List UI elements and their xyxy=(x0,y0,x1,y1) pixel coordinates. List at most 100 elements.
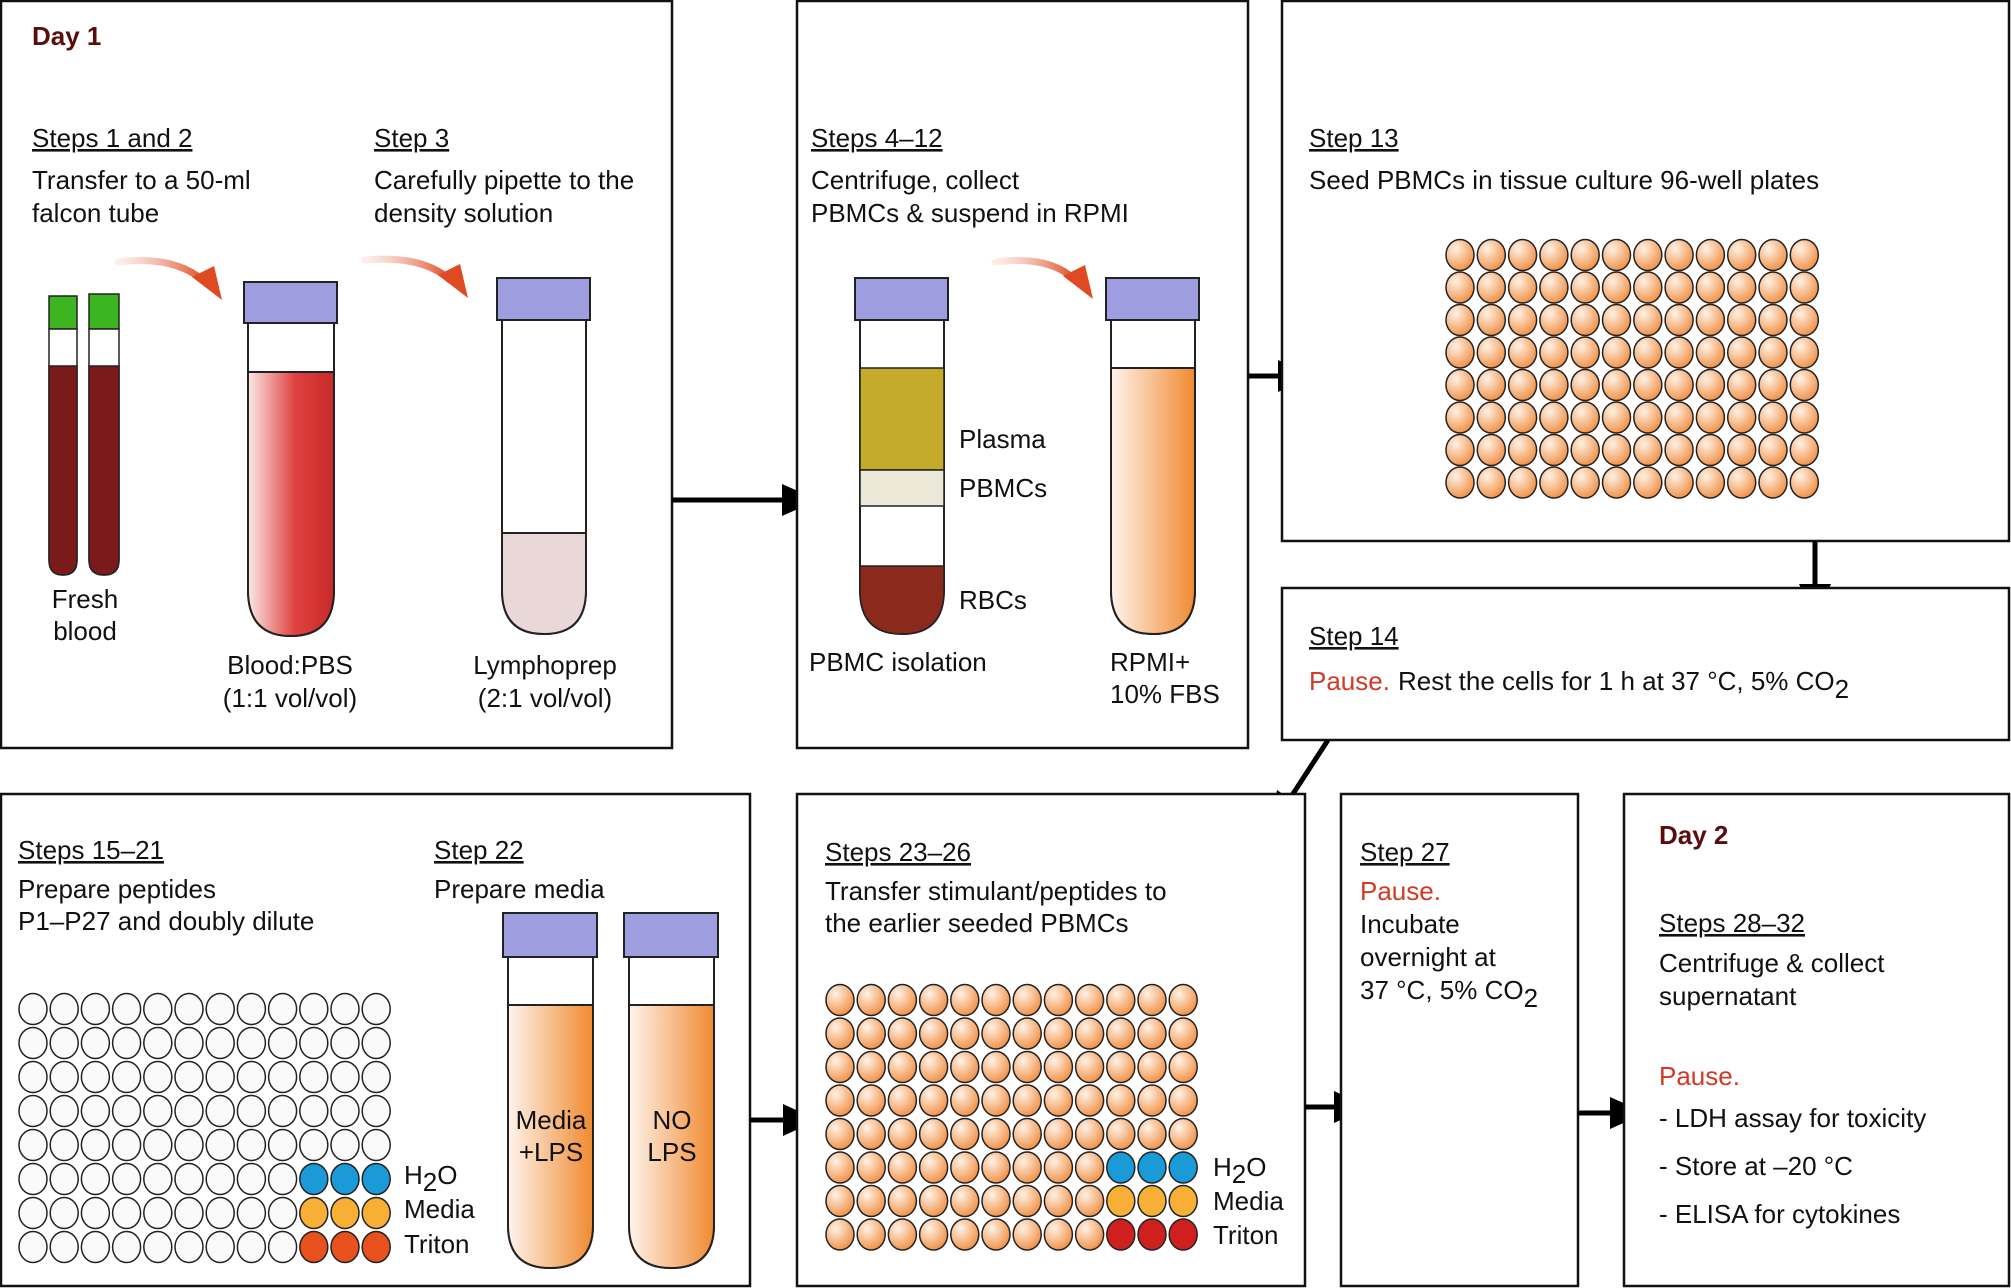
well xyxy=(1539,238,1569,272)
no-lps-label-2: LPS xyxy=(647,1137,696,1167)
well xyxy=(918,1017,949,1050)
well xyxy=(1043,1151,1074,1184)
well xyxy=(1445,271,1475,304)
well xyxy=(111,1162,142,1196)
lymphoprep-tube xyxy=(496,277,591,636)
well xyxy=(950,1050,980,1084)
well xyxy=(1168,1117,1198,1151)
well xyxy=(1445,466,1475,499)
well xyxy=(1695,271,1726,304)
well xyxy=(18,1060,48,1094)
well xyxy=(1043,1050,1074,1084)
well xyxy=(1476,336,1507,369)
well xyxy=(236,1162,267,1196)
well xyxy=(1507,303,1538,337)
well xyxy=(111,1230,142,1264)
step-28-32-item1: - LDH assay for toxicity xyxy=(1659,1103,1926,1133)
well xyxy=(174,1196,204,1230)
well xyxy=(1758,271,1788,304)
well xyxy=(1507,433,1538,467)
step-14-co2-sub: 2 xyxy=(1835,674,1849,704)
well xyxy=(111,1094,142,1128)
well xyxy=(236,1196,267,1230)
well xyxy=(1012,1117,1042,1151)
well xyxy=(825,983,855,1017)
well xyxy=(1106,1218,1136,1251)
well xyxy=(1570,336,1600,369)
well xyxy=(111,1196,142,1230)
well xyxy=(1726,466,1757,499)
well xyxy=(299,992,329,1026)
well xyxy=(918,1117,949,1151)
well xyxy=(1507,271,1538,304)
panel-step-14 xyxy=(1280,586,2011,742)
well xyxy=(1137,1050,1167,1084)
well xyxy=(205,1128,235,1162)
fresh-blood-tube-2 xyxy=(88,293,120,576)
well xyxy=(143,1026,173,1060)
well xyxy=(143,1196,173,1230)
well xyxy=(1137,1151,1167,1184)
well xyxy=(143,992,173,1026)
well xyxy=(1664,466,1694,499)
step-28-32-item2: - Store at –20 °C xyxy=(1659,1151,1853,1181)
well xyxy=(299,1162,329,1196)
well xyxy=(887,1050,918,1084)
orange-curved-arrow-2 xyxy=(361,255,468,298)
well xyxy=(1695,336,1726,369)
well xyxy=(1476,466,1507,499)
well xyxy=(330,1196,360,1230)
well xyxy=(1726,303,1757,337)
well xyxy=(1633,271,1663,304)
well xyxy=(981,1184,1011,1218)
well xyxy=(1168,1017,1198,1050)
well xyxy=(174,1162,204,1196)
well xyxy=(856,1050,886,1084)
p5-legend-triton: Triton xyxy=(404,1229,470,1259)
well xyxy=(1168,1184,1198,1218)
pbmc-isolation-label: PBMC isolation xyxy=(809,647,987,677)
well xyxy=(1074,1184,1105,1218)
well xyxy=(267,1230,298,1264)
well xyxy=(174,992,204,1026)
well xyxy=(1695,466,1726,499)
well xyxy=(950,1218,980,1251)
step-28-32-item3: - ELISA for cytokines xyxy=(1659,1199,1900,1229)
well xyxy=(299,1196,329,1230)
well xyxy=(267,1162,298,1196)
well xyxy=(361,1128,391,1162)
blood-pbs-label-2: (1:1 vol/vol) xyxy=(223,683,357,713)
well xyxy=(143,1162,173,1196)
well xyxy=(981,983,1011,1017)
well xyxy=(918,1084,949,1117)
well xyxy=(1601,368,1632,402)
well xyxy=(1137,1184,1167,1218)
well xyxy=(111,1026,142,1060)
well xyxy=(1664,238,1694,272)
well xyxy=(49,1060,79,1094)
well xyxy=(1043,1017,1074,1050)
well xyxy=(1043,1117,1074,1151)
well xyxy=(236,1060,267,1094)
well xyxy=(1570,401,1600,434)
well xyxy=(267,992,298,1026)
well xyxy=(267,1196,298,1230)
step-15-21-title: Steps 15–21 xyxy=(18,835,164,865)
well xyxy=(1012,1151,1042,1184)
well xyxy=(80,1026,111,1060)
well xyxy=(267,1094,298,1128)
well xyxy=(950,1117,980,1151)
well xyxy=(950,983,980,1017)
well xyxy=(981,1151,1011,1184)
well xyxy=(1664,271,1694,304)
well xyxy=(887,1218,918,1251)
p5-h2o-sub: 2 xyxy=(423,1167,437,1197)
well xyxy=(80,1196,111,1230)
well xyxy=(1601,466,1632,499)
well xyxy=(1758,368,1788,402)
well xyxy=(143,1128,173,1162)
well xyxy=(1633,368,1663,402)
well xyxy=(1539,401,1569,434)
well xyxy=(299,1026,329,1060)
step-15-21-line1: Prepare peptides xyxy=(18,874,216,904)
